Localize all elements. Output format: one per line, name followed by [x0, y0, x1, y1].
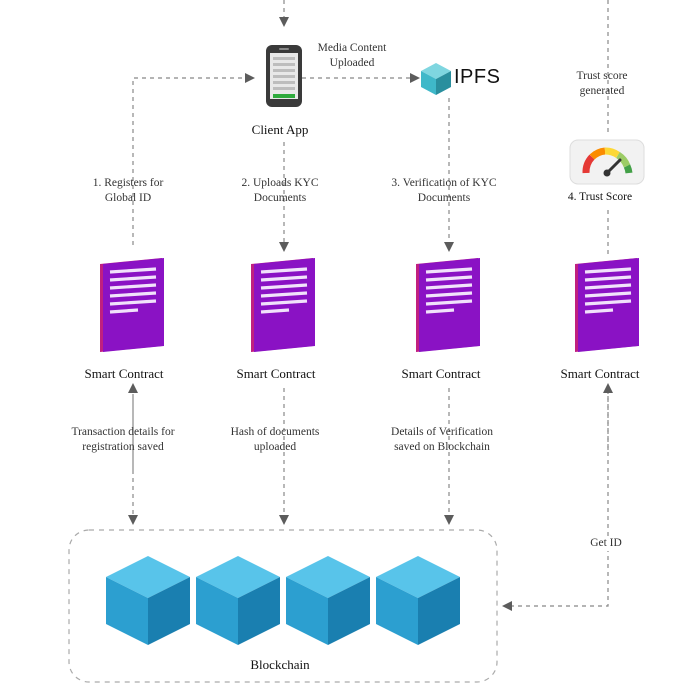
trust-gauge-icon	[569, 139, 645, 185]
get-id-label: Get ID	[588, 536, 624, 551]
smart-contract-label-1: Smart Contract	[84, 366, 164, 381]
ipfs-cube-icon	[421, 63, 451, 95]
ipfs-label: IPFS	[454, 66, 501, 88]
phone-icon	[266, 45, 302, 107]
blockchain-cube-icon-3	[286, 556, 370, 645]
get-id-connector	[502, 388, 609, 611]
smart-contract-doc-icon-1	[100, 258, 164, 352]
smart-contract-label-2: Smart Contract	[236, 366, 316, 381]
blockchain-cube-icon-1	[106, 556, 190, 645]
blockchain-container	[68, 529, 498, 683]
register-connector	[132, 73, 255, 245]
smart-contract-doc-icon-3	[416, 258, 480, 352]
smart-contract-label-4: Smart Contract	[560, 366, 640, 381]
blockchain-label: Blockchain	[250, 657, 310, 672]
smart-contract-doc-icon-4	[575, 258, 639, 352]
blockchain-cube-icon-2	[196, 556, 280, 645]
blockchain-cube-icon-4	[376, 556, 460, 645]
smart-contract-doc-icon-2	[251, 258, 315, 352]
trust-score-label: 4. Trust Score	[567, 191, 633, 203]
smart-contract-label-3: Smart Contract	[401, 366, 481, 381]
client-app-label: Client App	[251, 122, 309, 137]
